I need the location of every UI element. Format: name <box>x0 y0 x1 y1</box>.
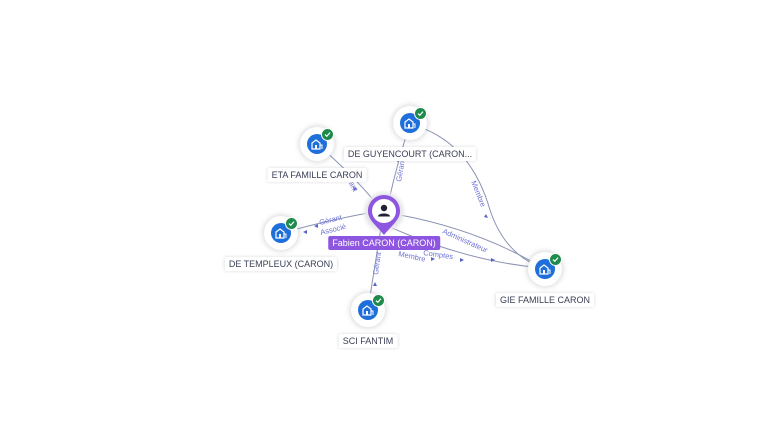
arrowhead <box>303 230 307 234</box>
arrowhead <box>353 187 357 191</box>
arrowhead <box>491 258 495 262</box>
arrowhead <box>373 282 377 286</box>
edge-label-gie-comptes: Comptes <box>423 248 454 261</box>
verified-check-icon <box>285 217 298 230</box>
verified-check-icon <box>414 107 427 120</box>
arrowhead <box>314 224 318 228</box>
edge-label-sci: Gérant <box>371 250 383 275</box>
verified-check-icon <box>321 128 334 141</box>
edge-label-gie-admin: Administrateur <box>441 227 489 255</box>
arrowhead <box>484 214 488 218</box>
edge-label-guyencourt: Gérant <box>394 157 407 182</box>
arrowhead <box>460 258 464 262</box>
center-node-label: Fabien CARON (CARON) <box>328 236 440 250</box>
person-icon <box>368 195 400 235</box>
verified-check-icon <box>372 294 385 307</box>
edge-center-gie-membre <box>391 227 544 269</box>
company-node-label: DE TEMPLEUX (CARON) <box>224 257 338 271</box>
company-node-label: GIE FAMILLE CARON <box>495 293 595 307</box>
verified-check-icon <box>549 253 562 266</box>
edge-center-gie-admin <box>399 214 544 269</box>
arrowhead <box>431 257 435 261</box>
company-node-label: SCI FANTIM <box>338 334 398 348</box>
company-node-label: DE GUYENCOURT (CARON... <box>343 147 477 161</box>
edge-guyencourt-gie <box>409 123 544 269</box>
company-node-label: ETA FAMILLE CARON <box>267 168 367 182</box>
